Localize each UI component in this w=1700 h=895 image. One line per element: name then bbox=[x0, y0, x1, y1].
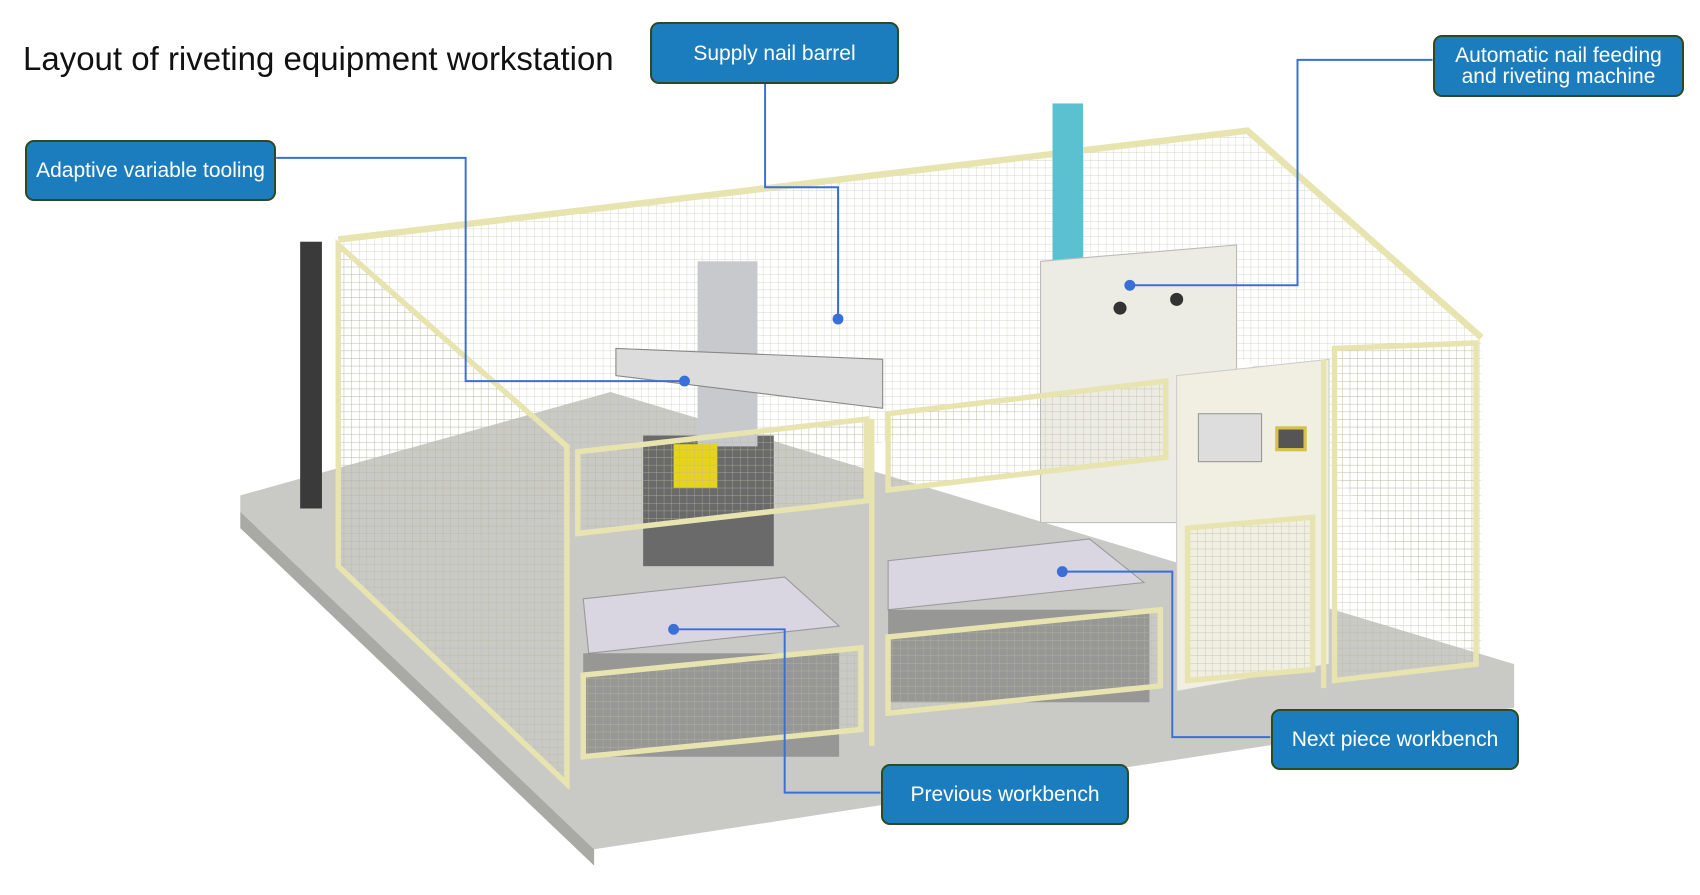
leader-line-next bbox=[1062, 570, 1271, 739]
dot-previous bbox=[668, 623, 680, 635]
dot-automatic bbox=[1124, 279, 1136, 291]
leader-line-automatic bbox=[1129, 58, 1433, 287]
diagram-title: Layout of riveting equipment workstation bbox=[23, 40, 614, 77]
fence-front bbox=[335, 238, 1479, 791]
left-frame bbox=[300, 241, 322, 509]
callout-label: Automatic nail feeding and riveting mach… bbox=[1455, 44, 1662, 88]
callout-label: Next piece workbench bbox=[1291, 728, 1499, 751]
dot-supply bbox=[832, 313, 844, 325]
dot-next bbox=[1056, 566, 1068, 578]
callout-next-piece-workbench: Next piece workbench bbox=[1271, 709, 1519, 770]
callout-label: Previous workbench bbox=[910, 783, 1100, 806]
callout-label: Supply nail barrel bbox=[693, 41, 856, 65]
callout-automatic-machine: Automatic nail feeding and riveting mach… bbox=[1433, 35, 1684, 97]
leader-line-supply bbox=[764, 83, 840, 320]
callout-previous-workbench: Previous workbench bbox=[881, 764, 1129, 825]
leader-line-adaptive bbox=[276, 156, 685, 383]
callout-label: Adaptive variable tooling bbox=[36, 159, 265, 182]
callout-supply-nail-barrel: Supply nail barrel bbox=[650, 22, 899, 84]
leader-line-previous bbox=[673, 628, 881, 794]
dot-adaptive bbox=[679, 375, 690, 387]
callout-adaptive-tooling: Adaptive variable tooling bbox=[25, 140, 276, 201]
